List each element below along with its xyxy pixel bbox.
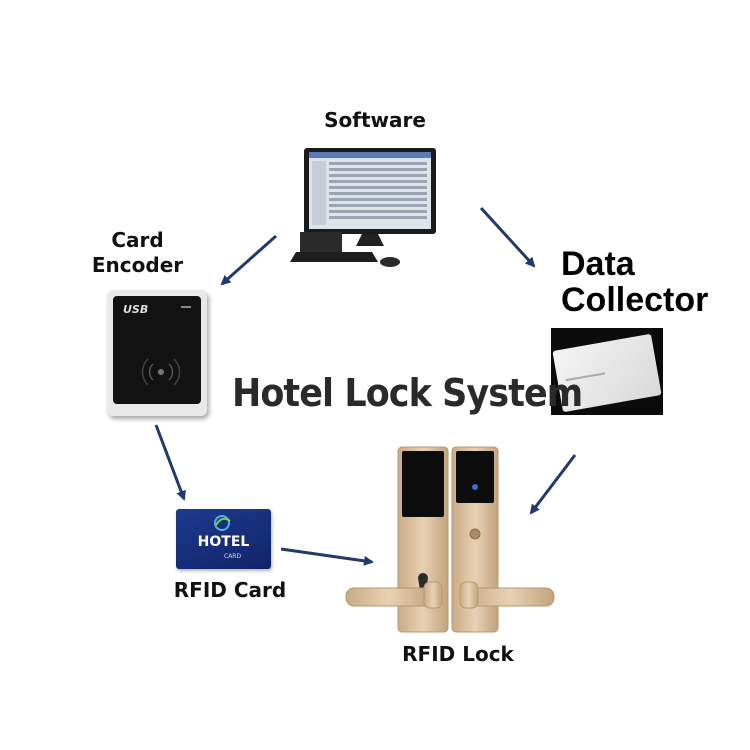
rf-wave-icon bbox=[141, 358, 181, 386]
encoder-led bbox=[181, 306, 191, 308]
data-collector-label-line1: Data bbox=[561, 245, 635, 283]
arrow-software-to-collector bbox=[479, 206, 536, 268]
data-collector-label-line2: Collector bbox=[561, 280, 709, 319]
arrow-card-to-lock bbox=[280, 547, 374, 566]
rfid-card-image: HOTEL CARD bbox=[176, 509, 271, 569]
hotel-logo-icon bbox=[214, 515, 231, 531]
arrow-collector-to-lock bbox=[529, 454, 577, 515]
arrow-encoder-to-card bbox=[154, 424, 186, 501]
rfid-lock-label: RFID Lock bbox=[402, 642, 514, 666]
diagram-title: Hotel Lock System bbox=[232, 371, 583, 415]
card-encoder-device: USB bbox=[107, 290, 207, 416]
rfid-card-label: RFID Card bbox=[173, 578, 287, 602]
encoder-face: USB bbox=[113, 296, 201, 404]
encoder-usb-text: USB bbox=[123, 303, 149, 316]
data-collector-card bbox=[551, 328, 663, 415]
software-label: Software bbox=[324, 108, 426, 132]
card-encoder-label-line1: Card bbox=[111, 228, 164, 252]
card-hotel-text: HOTEL bbox=[197, 534, 250, 550]
arrow-software-to-encoder bbox=[220, 234, 277, 286]
card-encoder-label: Card Encoder bbox=[80, 228, 195, 278]
data-collector-label: Data Collector bbox=[561, 245, 709, 319]
card-encoder-label-line2: Encoder bbox=[91, 253, 184, 277]
card-sub-text: CARD bbox=[224, 553, 242, 560]
